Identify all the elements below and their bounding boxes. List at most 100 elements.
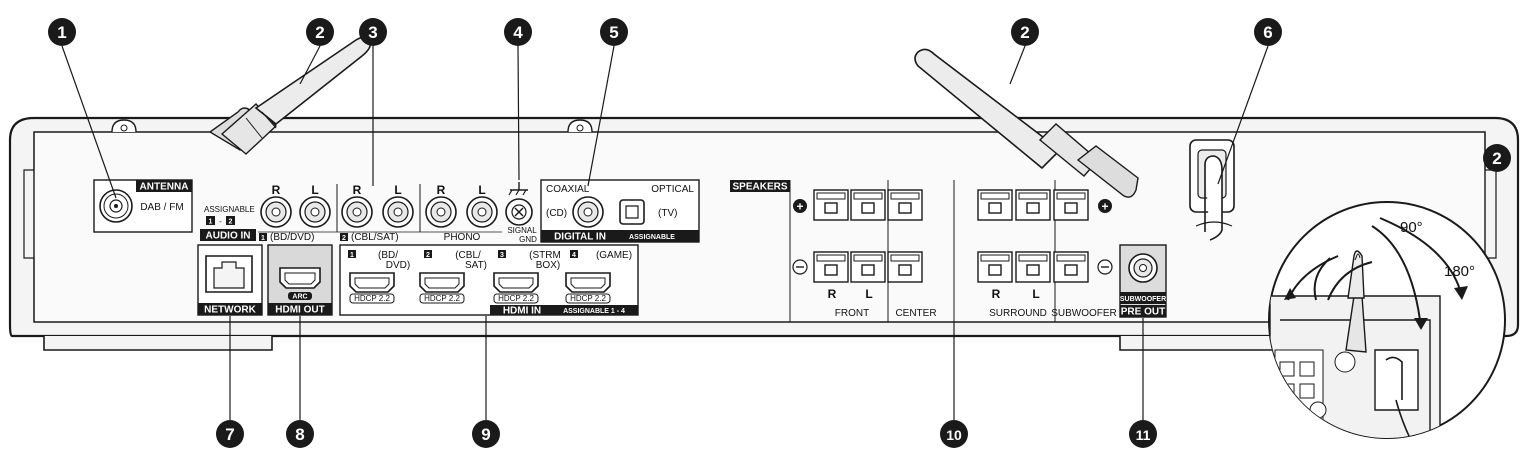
speaker-terminal bbox=[850, 251, 886, 283]
antenna-terminal: ANTENNA DAB / FM bbox=[93, 179, 193, 233]
port-label: SAT) bbox=[465, 260, 487, 271]
digital-in-assignable: ASSIGNABLE bbox=[629, 234, 675, 241]
tv-label: (TV) bbox=[658, 208, 677, 219]
port-label: (STRM bbox=[529, 250, 561, 261]
speaker-terminal bbox=[1053, 189, 1089, 221]
speaker-terminal bbox=[813, 251, 849, 283]
angle-180-label: 180° bbox=[1444, 263, 1475, 280]
audio-in-phono-label: PHONO bbox=[444, 232, 481, 243]
speaker-terminal bbox=[977, 251, 1013, 283]
rl-label: L bbox=[311, 183, 318, 197]
digital-in-title: DIGITAL IN bbox=[554, 232, 606, 243]
rl-label: R bbox=[437, 183, 446, 197]
callout-text: 9 bbox=[481, 425, 490, 444]
hdcp-label: HDCP 2.2 bbox=[424, 294, 460, 303]
hdmi-in-port-3: 3 (STRM BOX) HDCP 2.2 bbox=[493, 250, 561, 304]
angle-90-label: 90° bbox=[1400, 219, 1423, 236]
callout-text: 1 bbox=[57, 23, 66, 42]
port-num: 2 bbox=[426, 252, 430, 259]
hdcp-label: HDCP 2.2 bbox=[570, 294, 606, 303]
leader-lines bbox=[61, 45, 1269, 420]
arc-label: ARC bbox=[292, 294, 307, 301]
hdmi-in-port-1: 1 (BD/ DVD) HDCP 2.2 bbox=[348, 250, 410, 304]
rl-label: R bbox=[353, 183, 362, 197]
audio-in-group2-label: (CBL/SAT) bbox=[351, 232, 399, 243]
speaker-terminal bbox=[977, 189, 1013, 221]
rl-label: R bbox=[272, 183, 281, 197]
audio-in-assignable: ASSIGNABLE bbox=[204, 205, 255, 214]
power-cord bbox=[1189, 139, 1235, 241]
callout-9: 9 bbox=[472, 420, 500, 448]
digital-in-section: COAXIAL OPTICAL (CD) (TV) DIGITAL IN ASS… bbox=[540, 179, 700, 243]
speaker-terminal bbox=[887, 251, 923, 283]
signal-gnd-label: SIGNAL bbox=[507, 226, 537, 235]
callout-text: 2 bbox=[315, 23, 324, 42]
sub-out-bottom-label: PRE OUT bbox=[1121, 307, 1165, 318]
coaxial-jack bbox=[572, 196, 604, 228]
center-label: CENTER bbox=[895, 308, 936, 319]
svg-text:+: + bbox=[1101, 200, 1108, 214]
speaker-r-label: R bbox=[992, 287, 1001, 301]
hdmi-out-title: HDMI OUT bbox=[275, 305, 324, 316]
speaker-terminal bbox=[1053, 251, 1089, 283]
hdmi-in-assignable: ASSIGNABLE 1 - 4 bbox=[563, 308, 625, 315]
hdcp-label: HDCP 2.2 bbox=[498, 294, 534, 303]
audio-in-section: ASSIGNABLE 1 - 2 AUDIO IN R L R L R L bbox=[200, 183, 502, 243]
rca-jack bbox=[382, 196, 414, 228]
hdmi-in-port-2: 2 (CBL/ SAT) HDCP 2.2 bbox=[419, 250, 487, 304]
speaker-terminal bbox=[1015, 189, 1051, 221]
rca-jack bbox=[260, 196, 292, 228]
sub-out-top-label: SUBWOOFER bbox=[1120, 296, 1166, 303]
antenna-rotation-inset: 90° 180° bbox=[1268, 201, 1506, 439]
coaxial-label: COAXIAL bbox=[546, 184, 590, 195]
callout-text: 5 bbox=[609, 23, 618, 42]
subwoofer-label: SUBWOOFER bbox=[1051, 308, 1117, 319]
front-label: FRONT bbox=[835, 308, 869, 319]
wireless-antenna-left bbox=[208, 36, 372, 155]
speaker-terminal bbox=[850, 189, 886, 221]
port-label: DVD) bbox=[386, 260, 410, 271]
callout-text: 8 bbox=[295, 425, 304, 444]
antenna-title: ANTENNA bbox=[140, 182, 189, 193]
callout-1: 1 bbox=[48, 18, 76, 46]
audio-in-title: AUDIO IN bbox=[206, 231, 251, 242]
svg-text:-: - bbox=[219, 217, 222, 226]
callout-text: 7 bbox=[225, 425, 234, 444]
callout-7: 7 bbox=[216, 420, 244, 448]
speaker-terminal bbox=[1015, 251, 1051, 283]
hdmi-out-section: ARC HDMI OUT bbox=[267, 244, 333, 316]
callout-text: 6 bbox=[1263, 23, 1272, 42]
callout-2: 2 bbox=[306, 18, 334, 46]
svg-text:+: + bbox=[796, 200, 803, 214]
hdmi-in-section: 1 (BD/ DVD) HDCP 2.2 2 (CBL/ SAT) HDCP 2… bbox=[339, 244, 639, 317]
rca-jack bbox=[466, 196, 498, 228]
rl-label: L bbox=[394, 183, 401, 197]
rca-jack bbox=[299, 196, 331, 228]
callout-text: 11 bbox=[1136, 427, 1151, 443]
callout-text: 2 bbox=[1492, 149, 1501, 168]
callout-text: 10 bbox=[946, 427, 962, 443]
port-label: (BD/ bbox=[378, 250, 398, 261]
surround-label: SURROUND bbox=[989, 308, 1047, 319]
callout-4: 4 bbox=[504, 18, 532, 46]
hdmi-in-title: HDMI IN bbox=[503, 306, 541, 317]
hdmi-in-port-4: 4 (GAME) HDCP 2.2 bbox=[565, 250, 632, 304]
speaker-terminals: SPEAKERS + + R L FRONT CENTER R L SURROU… bbox=[730, 180, 1117, 322]
callouts: 1 2 3 4 5 2 6 2 bbox=[48, 18, 1511, 448]
speaker-terminal bbox=[813, 189, 849, 221]
group-num: 2 bbox=[342, 235, 346, 242]
callout-text: 3 bbox=[368, 23, 377, 42]
speaker-terminal bbox=[887, 189, 923, 221]
port-label: (GAME) bbox=[596, 250, 632, 261]
port-label: (CBL/ bbox=[455, 250, 481, 261]
audio-in-group1-label: (BD/DVD) bbox=[270, 232, 314, 243]
optical-jack bbox=[619, 199, 645, 225]
cd-label: (CD) bbox=[546, 208, 567, 219]
port-num: 1 bbox=[350, 252, 354, 259]
rca-jack bbox=[341, 196, 373, 228]
callout-2: 2 bbox=[1011, 18, 1039, 46]
port-num: 4 bbox=[572, 252, 576, 259]
network-title: NETWORK bbox=[204, 305, 256, 316]
callout-text: 4 bbox=[513, 23, 523, 42]
